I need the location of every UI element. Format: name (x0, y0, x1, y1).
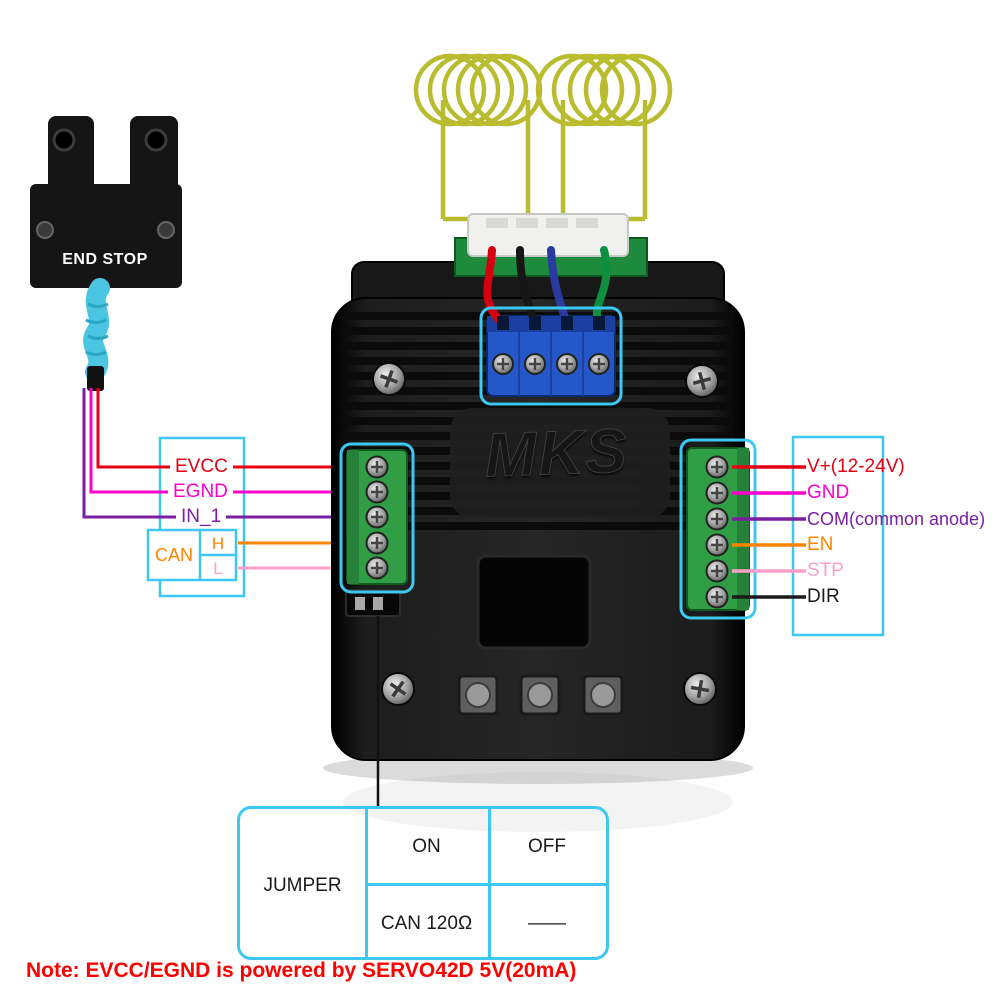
label-com: COM(common anode) (807, 509, 986, 529)
label-vplus: V+(12-24V) (807, 456, 905, 477)
blue-terminal-entries (497, 316, 605, 330)
left-terminal-block (346, 449, 408, 585)
endstop-hole-left (52, 128, 76, 152)
table-divider-h1 (365, 883, 606, 886)
table-cell-can120: CAN 120Ω (380, 913, 473, 934)
phase-wire-red (483, 246, 507, 328)
label-can: CAN (154, 545, 193, 565)
button-2 (519, 674, 561, 716)
label-egnd: EGND (168, 481, 233, 503)
brand-panel (450, 408, 670, 518)
motor-coil-a (413, 53, 543, 222)
table-cell-jumper: JUMPER (263, 875, 342, 896)
jumper-pins (345, 589, 401, 617)
button-3 (582, 674, 624, 716)
label-dir: DIR (807, 586, 840, 607)
label-gnd: GND (807, 482, 850, 503)
blue-terminal-block (486, 315, 616, 397)
endstop-hole-right (144, 128, 168, 152)
wire-in1 (82, 388, 356, 519)
endstop-sensor (30, 116, 182, 288)
screw-icon (683, 672, 717, 706)
highlight-box-blue-terminal (479, 306, 623, 406)
endstop-cable (83, 278, 110, 391)
table-cell-on: ON (412, 836, 441, 857)
label-can-h: H (211, 534, 225, 553)
right-terminal-block (686, 447, 750, 611)
endstop-screw-right (157, 221, 175, 239)
endstop-label: END STOP (62, 251, 148, 268)
screw-icon (381, 672, 415, 706)
jumper-table: JUMPER ON OFF CAN 120Ω —— (237, 806, 609, 960)
table-cell-off: OFF (528, 836, 566, 857)
highlight-box-right-labels (791, 435, 885, 637)
note-text: Note: EVCC/EGND is powered by SERVO42D 5… (26, 959, 577, 982)
table-cell-dash: —— (528, 913, 566, 934)
label-evcc: EVCC (170, 456, 233, 478)
endstop-screw-left (36, 221, 54, 239)
wire-egnd (89, 388, 356, 494)
label-en: EN (807, 534, 834, 555)
highlight-box-right-terminal (679, 438, 757, 620)
label-can-l: L (213, 559, 223, 578)
motor-brand: MKS (483, 416, 630, 491)
motor-coil-b (535, 53, 673, 222)
highlight-box-left-terminal (339, 442, 415, 594)
can-box (146, 528, 238, 582)
screw-icon (372, 362, 406, 396)
screw-icon (685, 364, 719, 398)
display-window (476, 554, 592, 650)
button-1 (457, 674, 499, 716)
label-stp: STP (807, 560, 844, 581)
label-in1: IN_1 (176, 506, 227, 528)
blue-terminal-screws (492, 353, 610, 375)
wire-evcc (96, 388, 356, 469)
